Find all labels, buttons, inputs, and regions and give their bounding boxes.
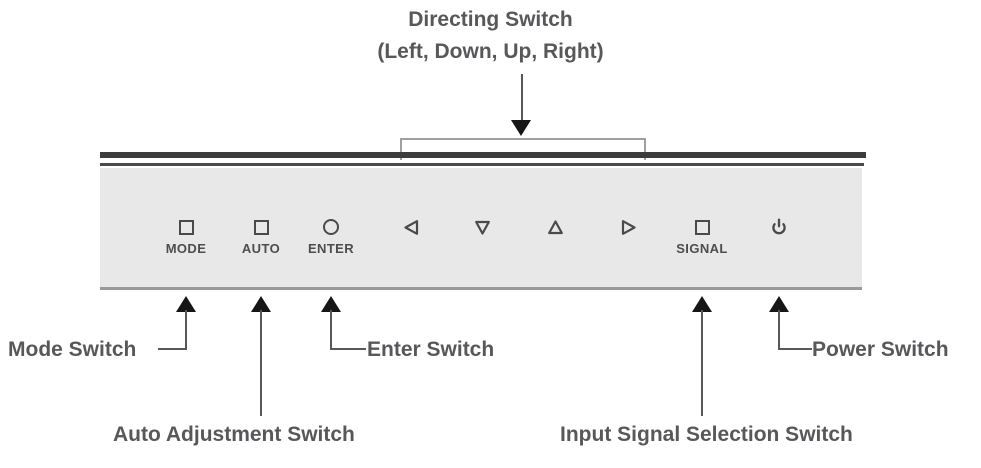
triangle-left-icon — [366, 214, 456, 240]
button-enter-label: ENTER — [307, 241, 355, 256]
triangle-down-icon — [437, 214, 527, 240]
auto-adjustment-switch-label: Auto Adjustment Switch — [113, 423, 355, 446]
button-auto[interactable]: AUTO — [216, 214, 306, 256]
signal-callout-arrowhead — [692, 296, 712, 312]
control-panel-face: MODE AUTO ENTER — [100, 168, 862, 290]
button-right[interactable] — [583, 214, 673, 242]
mode-callout-arrowhead — [176, 296, 196, 312]
button-mode-label: MODE — [165, 241, 207, 256]
triangle-up-icon — [510, 214, 600, 240]
button-left[interactable] — [366, 214, 456, 242]
enter-callout-vline — [330, 310, 332, 350]
square-icon — [141, 214, 231, 240]
square-icon — [216, 214, 306, 240]
enter-switch-label: Enter Switch — [367, 338, 495, 361]
circle-icon — [286, 214, 376, 240]
bezel-top-bar — [100, 152, 866, 158]
button-power[interactable] — [734, 214, 824, 242]
bezel-top-edge — [100, 163, 864, 166]
enter-callout-hline — [330, 348, 366, 350]
power-callout-arrowhead — [769, 296, 789, 312]
button-signal-label: SIGNAL — [676, 241, 728, 256]
mode-switch-label: Mode Switch — [8, 338, 137, 361]
directing-switch-leader-line — [521, 74, 523, 124]
directing-switch-title: Directing Switch — [408, 8, 573, 31]
directing-switch-subtitle: (Left, Down, Up, Right) — [377, 40, 604, 63]
direction-keys-bracket — [400, 138, 646, 160]
signal-callout-vline — [701, 310, 703, 416]
square-icon — [657, 214, 747, 240]
button-mode[interactable]: MODE — [141, 214, 231, 256]
power-callout-hline — [778, 348, 812, 350]
button-auto-label: AUTO — [241, 241, 281, 256]
power-callout-vline — [778, 310, 780, 350]
mode-callout-hline — [158, 348, 187, 350]
button-down[interactable] — [437, 214, 527, 242]
input-signal-selection-switch-label: Input Signal Selection Switch — [560, 423, 853, 446]
directing-switch-arrowhead — [511, 120, 531, 136]
button-signal[interactable]: SIGNAL — [657, 214, 747, 256]
auto-callout-arrowhead — [251, 296, 271, 312]
button-up[interactable] — [510, 214, 600, 242]
power-icon — [734, 214, 824, 240]
power-switch-label: Power Switch — [812, 338, 949, 361]
triangle-right-icon — [583, 214, 673, 240]
button-enter[interactable]: ENTER — [286, 214, 376, 256]
auto-callout-vline — [260, 310, 262, 416]
enter-callout-arrowhead — [321, 296, 341, 312]
mode-callout-vline — [185, 310, 187, 350]
